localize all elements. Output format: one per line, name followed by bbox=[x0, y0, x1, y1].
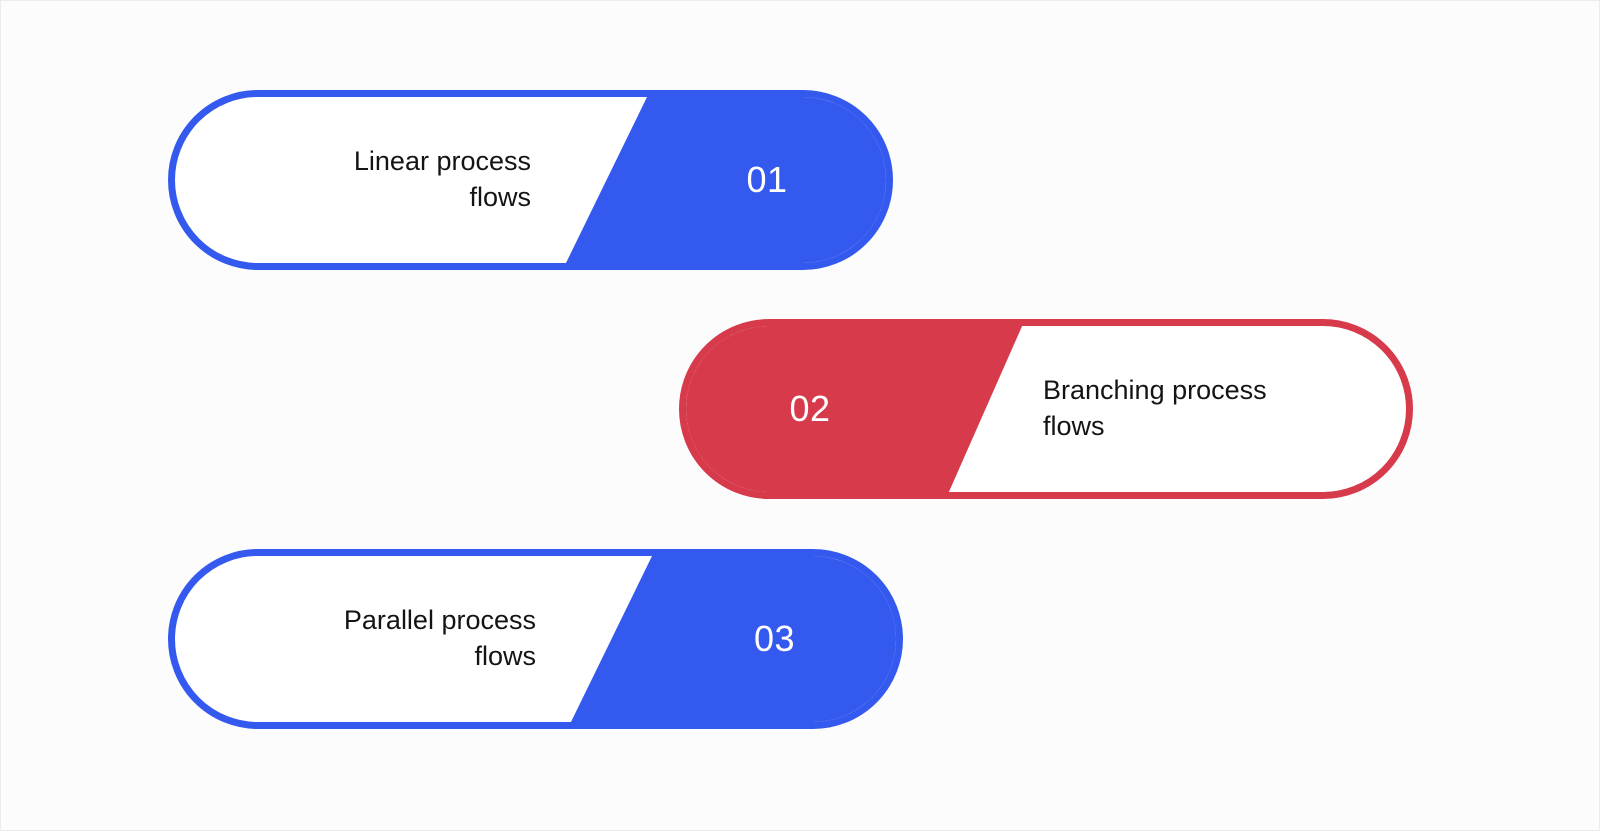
pill-label-text-03: Parallel process flows bbox=[344, 603, 536, 675]
pill-number-02: 02 bbox=[789, 388, 831, 429]
pill-number-03: 03 bbox=[753, 618, 796, 659]
process-pill-01[interactable]: Linear process flows 01 bbox=[168, 90, 893, 270]
pill-label-01: Linear process flows bbox=[175, 97, 531, 263]
pill-label-text-02: Branching process flows bbox=[1043, 373, 1267, 445]
process-pill-02[interactable]: Branching process flows 02 bbox=[679, 319, 1413, 499]
pill-label-line1-03: Parallel process bbox=[343, 605, 536, 636]
pill-label-line2-03: flows bbox=[474, 641, 536, 671]
pill-label-03: Parallel process flows bbox=[175, 556, 536, 722]
pill-label-line1-02: Branching process bbox=[1043, 375, 1267, 406]
pill-number-01: 01 bbox=[746, 159, 788, 200]
pill-label-line2-01: flows bbox=[469, 182, 531, 212]
process-pill-03[interactable]: Parallel process flows 03 bbox=[168, 549, 903, 729]
pill-label-line2-02: flows bbox=[1043, 411, 1105, 441]
pill-label-text-01: Linear process flows bbox=[354, 144, 531, 216]
pill-label-line1-01: Linear process bbox=[353, 146, 531, 177]
pill-label-02: Branching process flows bbox=[1043, 326, 1406, 492]
